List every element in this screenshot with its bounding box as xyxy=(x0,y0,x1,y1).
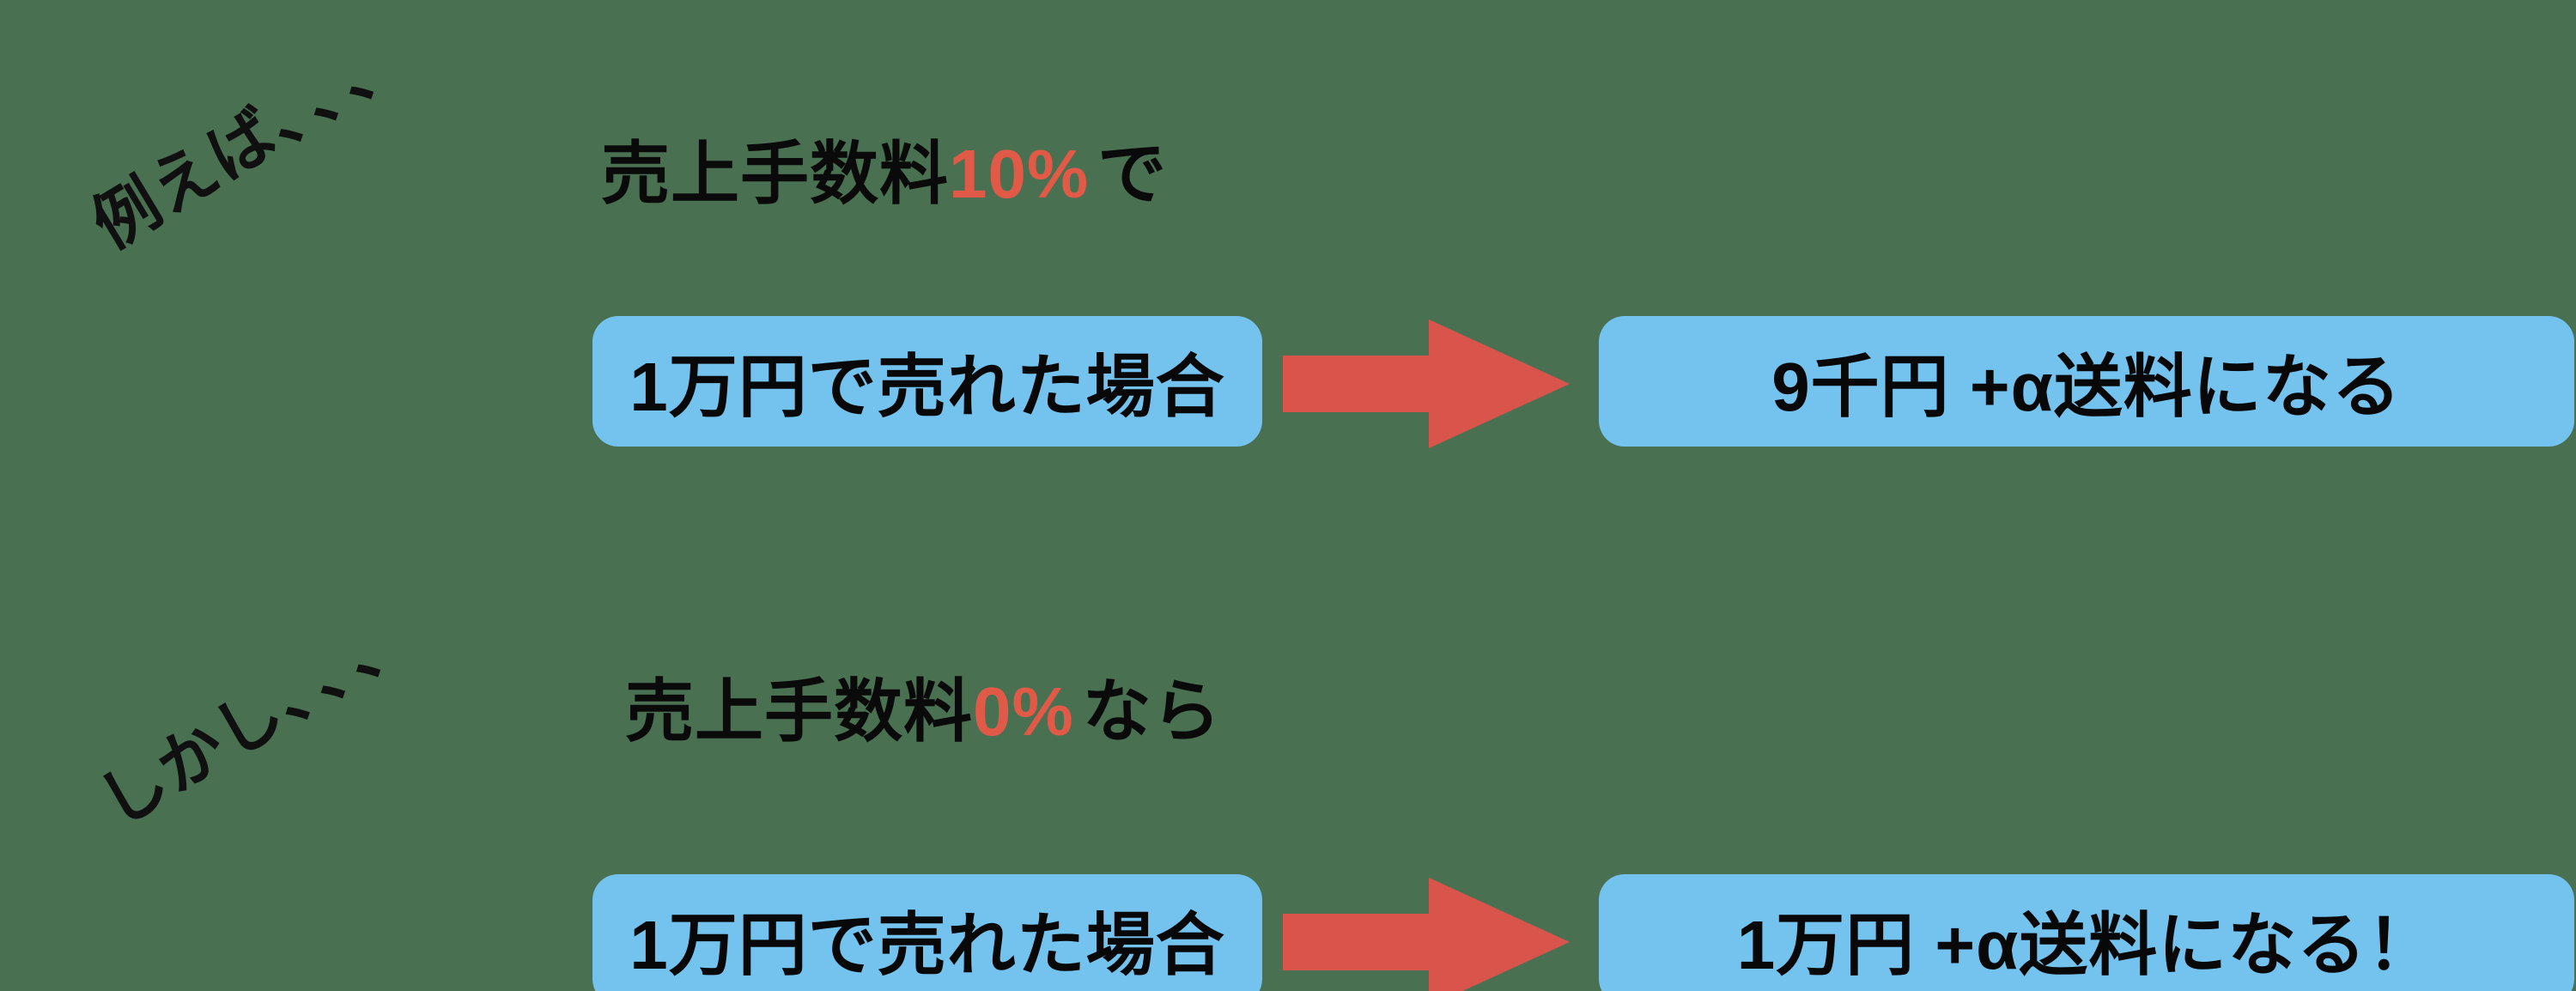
annotation-example-text: 例えば xyxy=(80,96,291,263)
right-arrow-icon-section-2 xyxy=(1283,878,1570,991)
heading-fee-0-accent: 0% xyxy=(973,673,1074,750)
source-box-section-1[interactable]: 1万円で売れた場合 xyxy=(592,316,1262,447)
annotation-example: 例えば、、、 xyxy=(71,1,426,266)
result-box-section-2-label: 1万円 +α送料になる！ xyxy=(1736,907,2437,983)
result-box-section-1-label: 9千円 +α送料になる xyxy=(1771,349,2402,425)
right-arrow-icon-section-1 xyxy=(1283,319,1570,448)
annotation-however: しかし、、、 xyxy=(78,579,433,844)
source-box-section-1-label: 1万円で売れた場合 xyxy=(629,349,1225,425)
annotation-however-tail: 、、、 xyxy=(259,593,432,738)
heading-fee-10-prefix: 売上手数料 xyxy=(601,136,949,212)
heading-fee-10-accent: 10% xyxy=(949,136,1090,212)
source-box-section-2-label: 1万円で売れた場合 xyxy=(629,907,1225,983)
heading-fee-0: 売上手数料0%なら xyxy=(625,656,1222,756)
result-box-section-2[interactable]: 1万円 +α送料になる！ xyxy=(1599,874,2574,991)
source-box-section-2[interactable]: 1万円で売れた場合 xyxy=(592,874,1262,991)
heading-fee-0-prefix: 売上手数料 xyxy=(625,673,973,750)
annotation-however-text: しかし xyxy=(87,674,298,841)
heading-fee-10-suffix: で xyxy=(1097,136,1168,212)
heading-fee-0-suffix: なら xyxy=(1082,673,1222,750)
annotation-example-tail: 、、、 xyxy=(252,15,425,160)
heading-fee-10: 売上手数料10%で xyxy=(601,119,1167,218)
result-box-section-1[interactable]: 9千円 +α送料になる xyxy=(1599,316,2574,447)
